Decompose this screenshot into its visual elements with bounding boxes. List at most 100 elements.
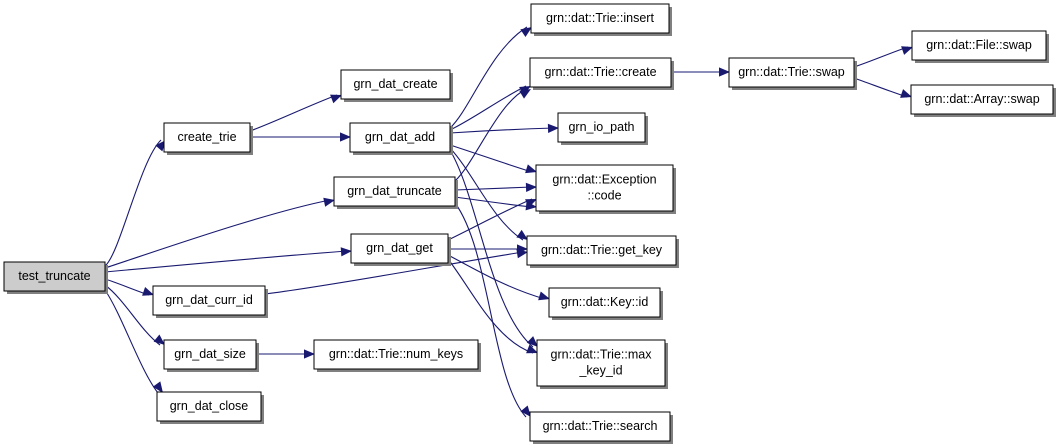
node-box[interactable] <box>163 339 257 370</box>
call-edge-grn_dat_add-to-exception_code <box>449 144 537 174</box>
edge-line <box>454 202 527 418</box>
node-file_swap[interactable]: grn::dat::File::swap <box>911 30 1049 63</box>
call-edge-grn_dat_add-to-trie_get_key <box>449 147 528 241</box>
edge-arrowhead <box>900 89 912 98</box>
call-edge-grn_dat_truncate-to-exception_code <box>454 182 537 192</box>
call-edge-trie_swap-to-file_swap <box>853 46 913 68</box>
node-box[interactable] <box>529 57 672 88</box>
node-box[interactable] <box>526 235 677 266</box>
node-box[interactable] <box>548 287 661 318</box>
call-edge-test_truncate-to-grn_dat_truncate <box>104 197 335 269</box>
node-box[interactable] <box>313 339 479 370</box>
edge-arrowhead <box>525 199 537 208</box>
call-edge-grn_dat_get-to-trie_get_key <box>448 244 528 254</box>
node-box[interactable] <box>156 391 262 422</box>
edge-arrowhead <box>323 197 335 207</box>
edge-line <box>853 77 908 98</box>
node-label: ::code <box>587 188 621 202</box>
edge-line <box>449 147 524 241</box>
edge-line <box>264 251 524 295</box>
node-box[interactable] <box>535 164 674 212</box>
call-edge-trie_swap-to-array_swap <box>853 77 912 98</box>
node-trie_search[interactable]: grn::dat::Trie::search <box>529 411 673 444</box>
node-label: grn_dat_create <box>353 77 437 91</box>
edge-arrowhead <box>153 334 165 345</box>
node-label: grn::dat::Trie::insert <box>546 11 654 25</box>
node-box[interactable] <box>163 122 251 153</box>
call-edge-test_truncate-to-grn_dat_size <box>104 284 165 346</box>
node-num_keys[interactable]: grn::dat::Trie::num_keys <box>313 339 481 372</box>
edge-line <box>104 284 161 346</box>
node-max_key_id[interactable]: grn::dat::Trie::max_key_id <box>536 339 668 389</box>
node-grn_dat_close[interactable]: grn_dat_close <box>156 391 264 424</box>
node-grn_dat_size[interactable]: grn_dat_size <box>163 339 259 372</box>
node-label: grn::dat::Key::id <box>561 295 649 309</box>
node-box[interactable] <box>152 285 266 316</box>
node-box[interactable] <box>349 122 451 153</box>
edge-arrowhead <box>155 140 166 152</box>
edge-arrowhead <box>520 405 531 417</box>
edge-line <box>449 127 555 134</box>
call-edge-create_trie-to-grn_dat_create <box>249 94 342 132</box>
node-create_trie[interactable]: create_trie <box>163 122 253 155</box>
node-key_id[interactable]: grn::dat::Key::id <box>548 287 663 320</box>
call-edge-grn_dat_get-to-exception_code <box>447 198 537 241</box>
node-label: grn::dat::File::swap <box>926 38 1032 52</box>
node-trie_swap[interactable]: grn::dat::Trie::swap <box>728 57 857 90</box>
call-edge-grn_dat_truncate-to-trie_search <box>454 202 531 418</box>
node-label: create_trie <box>177 130 236 144</box>
edge-arrowhead <box>519 89 531 99</box>
node-trie_get_key[interactable]: grn::dat::Trie::get_key <box>526 235 679 268</box>
node-label: grn_dat_add <box>365 130 435 144</box>
node-box[interactable] <box>557 112 646 143</box>
node-box[interactable] <box>530 3 670 34</box>
node-test_truncate[interactable]: test_truncate <box>3 261 108 294</box>
node-box[interactable] <box>333 176 456 207</box>
call-edge-grn_dat_get-to-max_key_id <box>447 258 538 354</box>
node-grn_dat_curr_id[interactable]: grn_dat_curr_id <box>152 285 268 318</box>
node-box[interactable] <box>536 339 666 387</box>
edge-line <box>449 85 527 131</box>
node-trie_create[interactable]: grn::dat::Trie::create <box>529 57 674 90</box>
call-edge-grn_dat_add-to-trie_create <box>449 85 531 131</box>
call-edge-grn_dat_add-to-trie_insert <box>449 26 532 129</box>
edge-arrowhead <box>719 67 730 77</box>
edge-arrowhead <box>340 132 351 142</box>
edge-arrowhead <box>520 27 532 37</box>
edge-line <box>447 198 533 241</box>
node-box[interactable] <box>3 261 106 292</box>
node-box[interactable] <box>529 411 671 442</box>
edge-line <box>104 250 348 273</box>
call-edge-test_truncate-to-create_trie <box>104 139 166 267</box>
edge-arrowhead <box>547 123 559 133</box>
edge-arrowhead <box>901 46 913 55</box>
edge-arrowhead <box>152 381 163 393</box>
node-label: grn_dat_close <box>170 399 249 413</box>
node-trie_insert[interactable]: grn::dat::Trie::insert <box>530 3 672 36</box>
node-box[interactable] <box>728 57 855 88</box>
node-box[interactable] <box>911 30 1047 61</box>
node-grn_io_path[interactable]: grn_io_path <box>557 112 648 145</box>
edge-line <box>104 199 331 269</box>
edge-arrowhead <box>526 344 538 354</box>
node-label: grn::dat::Exception <box>552 172 656 186</box>
node-label: test_truncate <box>18 269 90 283</box>
node-grn_dat_add[interactable]: grn_dat_add <box>349 122 453 155</box>
node-label: grn::dat::Trie::search <box>543 419 658 433</box>
node-grn_dat_create[interactable]: grn_dat_create <box>340 69 453 102</box>
edge-line <box>449 26 528 129</box>
edge-arrowhead <box>304 349 315 359</box>
node-label: grn::dat::Trie::get_key <box>541 243 663 257</box>
node-box[interactable] <box>350 233 449 264</box>
node-array_swap[interactable]: grn::dat::Array::swap <box>910 84 1056 117</box>
edge-arrowhead <box>538 291 550 301</box>
node-box[interactable] <box>910 84 1054 115</box>
node-grn_dat_get[interactable]: grn_dat_get <box>350 233 451 266</box>
node-grn_dat_truncate[interactable]: grn_dat_truncate <box>333 176 458 209</box>
edge-layer <box>104 26 913 418</box>
edge-line <box>447 254 546 300</box>
node-box[interactable] <box>340 69 451 100</box>
edge-line <box>104 278 150 296</box>
node-exception_code[interactable]: grn::dat::Exception::code <box>535 164 676 214</box>
